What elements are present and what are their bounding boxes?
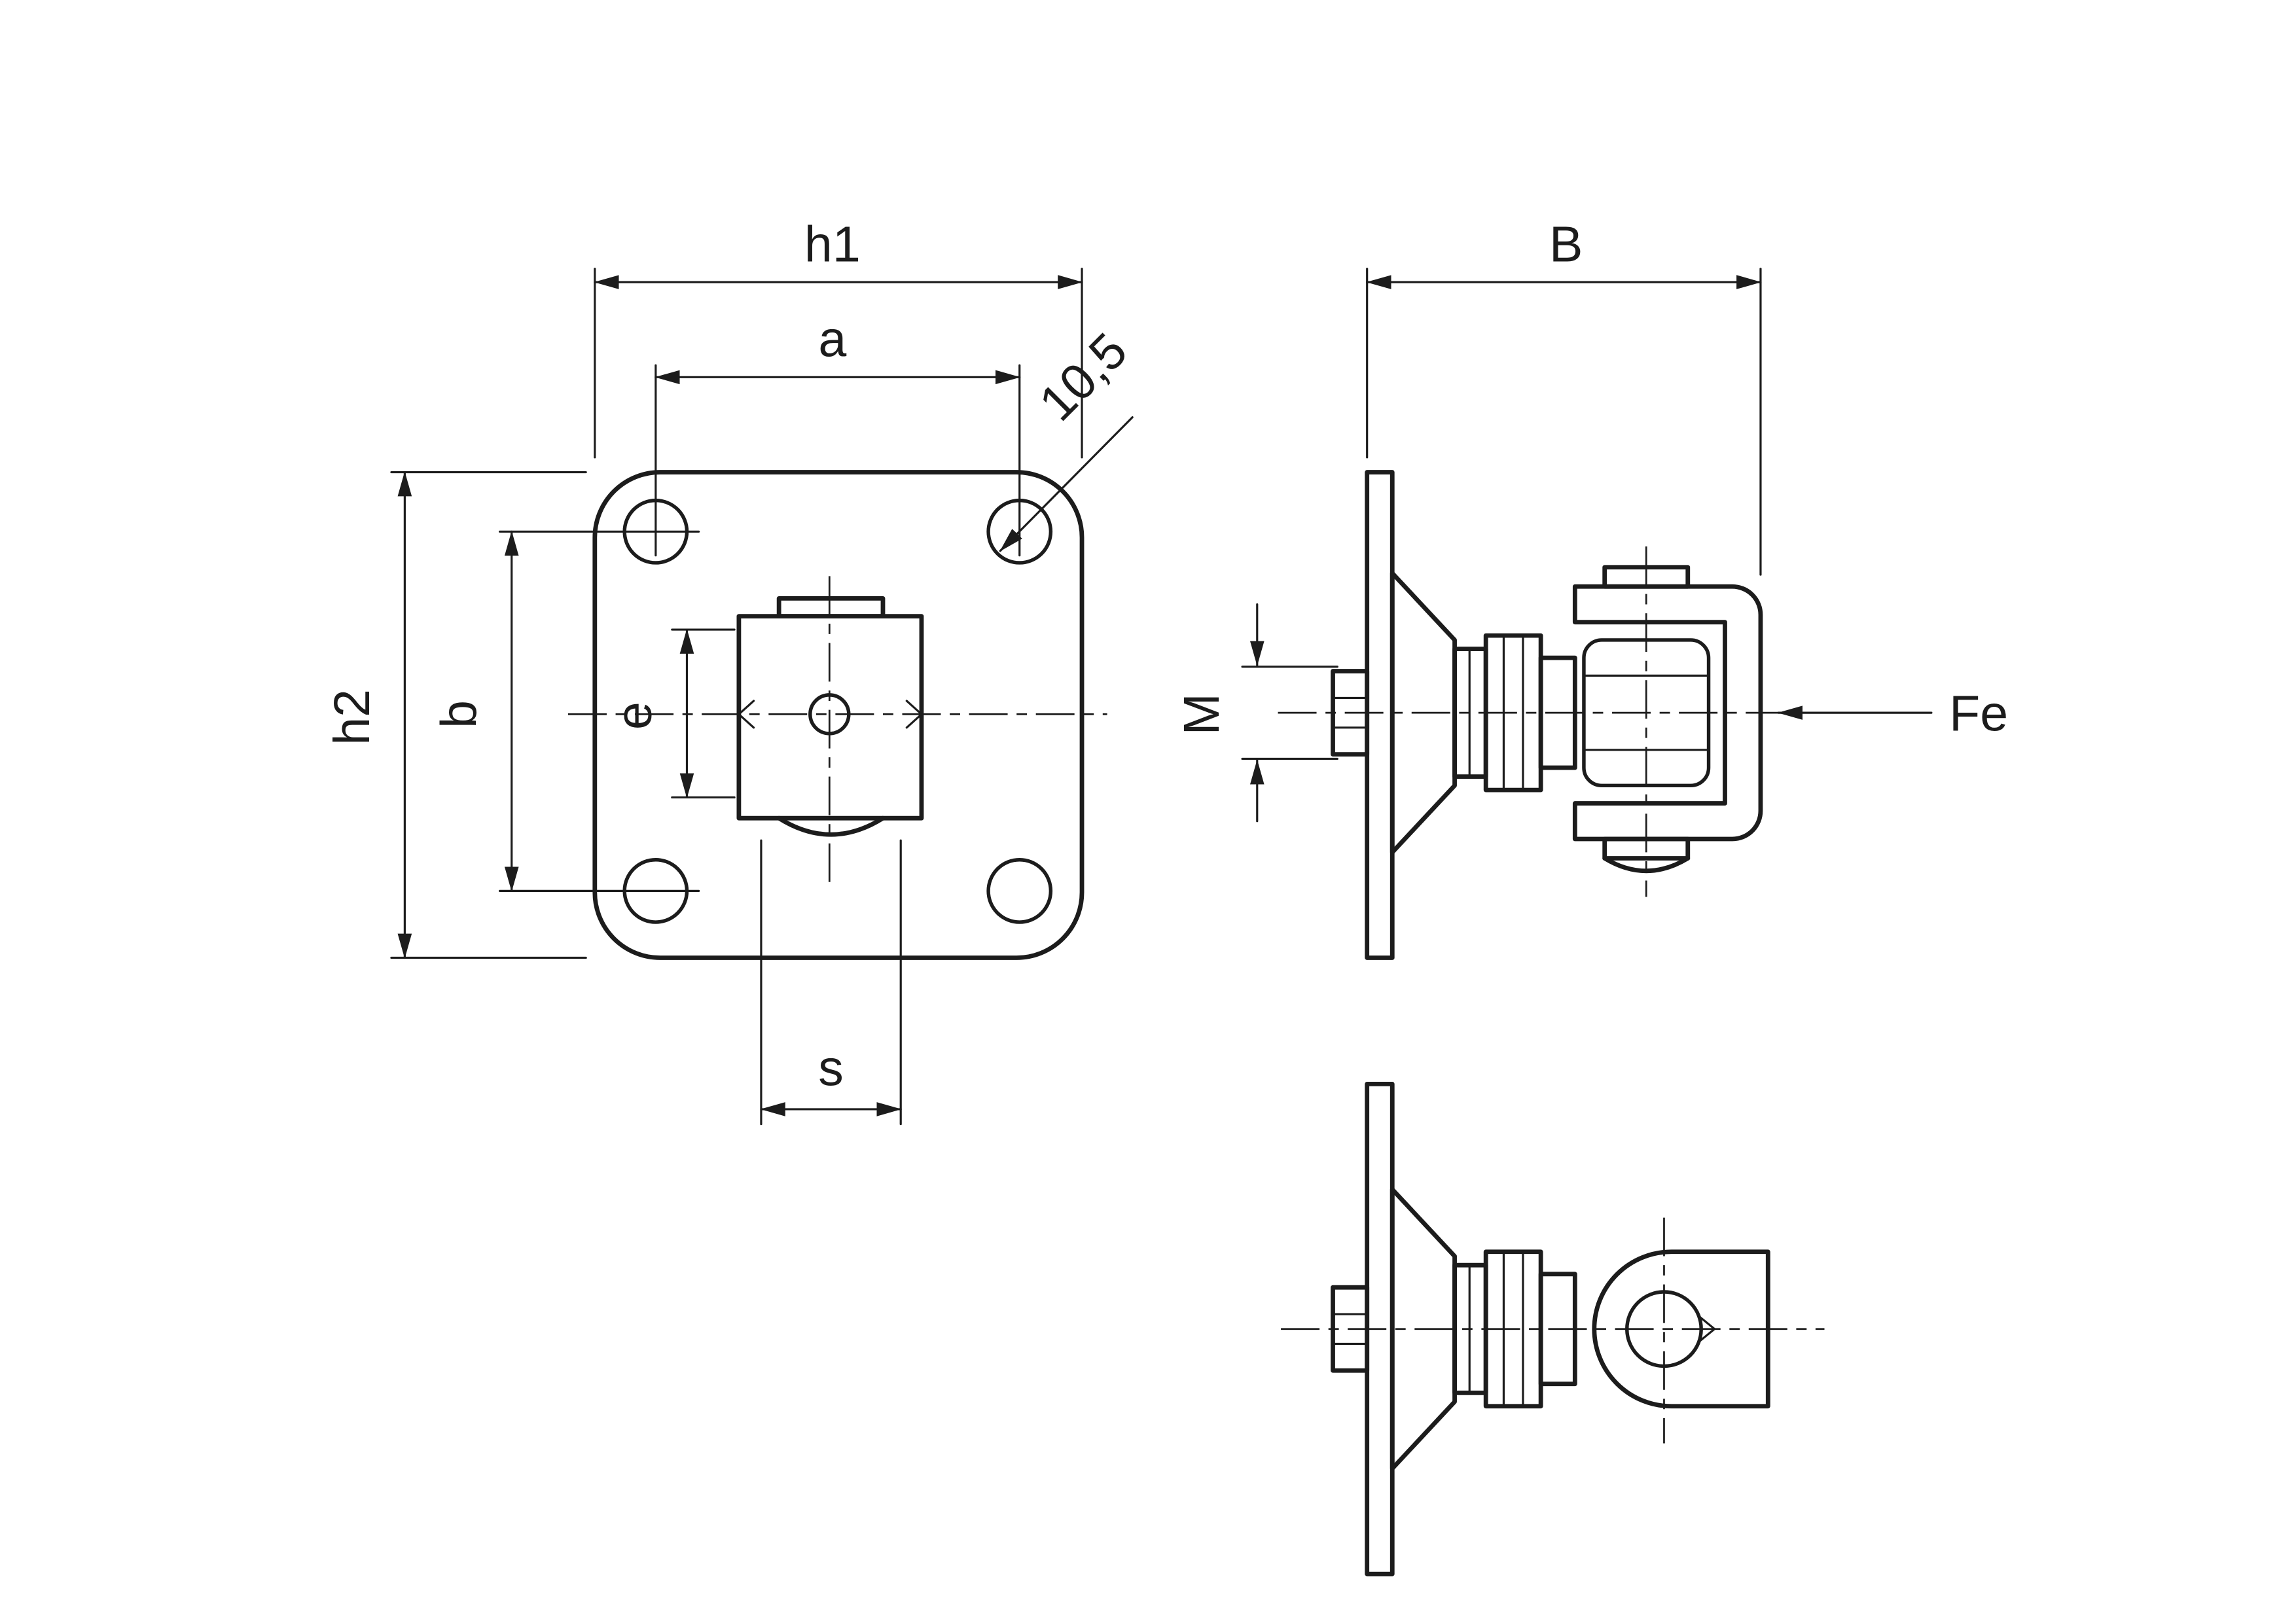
dimension-h1: h1: [594, 216, 1083, 459]
dim-label-e: e: [606, 702, 662, 730]
right-center-mark: [905, 700, 924, 729]
hinge-bracket: [1572, 565, 1763, 874]
bolt-head: [1331, 669, 1370, 757]
hinge-eye: [1592, 1249, 1770, 1409]
washer-stack: [1452, 1262, 1488, 1395]
dimension-a: a: [655, 312, 1021, 557]
collar: [1538, 1272, 1577, 1387]
pin-dome-head: [1602, 856, 1691, 874]
force-annotation: Fe: [1777, 685, 2008, 741]
dim-label-b: b: [431, 700, 487, 728]
cone-outline: [1390, 1187, 1457, 1471]
pin-top-tab: [1602, 565, 1691, 589]
hole-diameter-callout: 10,5: [999, 323, 1138, 552]
bracket-outline: [1572, 584, 1763, 842]
dimension-B: B: [1366, 216, 1762, 576]
leader-line: [999, 416, 1134, 552]
corner-hole-bottom-right: [986, 858, 1053, 924]
bolt-head-rear: [1331, 669, 1370, 757]
center-hole: [808, 693, 851, 736]
dim-label-s: s: [818, 1041, 844, 1097]
square-tube-socket: [736, 596, 924, 837]
adjusting-nut: [1483, 633, 1577, 793]
dim-label-a: a: [818, 312, 846, 368]
centerlines: [567, 576, 1107, 882]
plate-outline: [592, 470, 1085, 960]
pin-bore: [1625, 1290, 1703, 1368]
dimension-e: e: [606, 628, 736, 799]
dimension-s: s: [760, 839, 902, 1126]
dim-label-B: B: [1549, 216, 1583, 272]
plate-edge: [1365, 470, 1395, 960]
front-view: h1 a 10,5 h2 b e: [324, 216, 1138, 1126]
hole-diameter-label: 10,5: [1029, 323, 1138, 432]
bottom-view: [1281, 1081, 1825, 1577]
cone-washer: [1390, 571, 1457, 855]
dimension-M: M: [1174, 603, 1338, 823]
force-label: Fe: [1949, 685, 2008, 741]
centerlines: [1278, 546, 1798, 897]
adjusting-nut: [1483, 1249, 1577, 1409]
dim-label-M: M: [1174, 693, 1230, 735]
plate-side: [1365, 470, 1395, 960]
collar: [1538, 655, 1577, 770]
dim-label-h2: h2: [324, 689, 380, 745]
bolt-head: [1331, 1285, 1370, 1373]
pin-bottom-tab: [1602, 836, 1691, 861]
bore-notch: [1697, 1314, 1717, 1344]
left-center-mark: [737, 700, 755, 729]
cone-washer: [1390, 1187, 1457, 1471]
side-view: B M Fe: [1174, 216, 2008, 960]
cone-outline: [1390, 571, 1457, 855]
bolt-head-rear: [1331, 1285, 1370, 1373]
inner-nut: [1582, 638, 1711, 788]
dim-label-h1: h1: [804, 216, 861, 272]
bolt-dome-head: [776, 815, 886, 837]
bolt-top-tab: [776, 596, 886, 619]
dimension-h2: h2: [324, 471, 587, 959]
dimension-b: b: [431, 530, 700, 892]
eye-lobe-and-block: [1592, 1249, 1770, 1409]
